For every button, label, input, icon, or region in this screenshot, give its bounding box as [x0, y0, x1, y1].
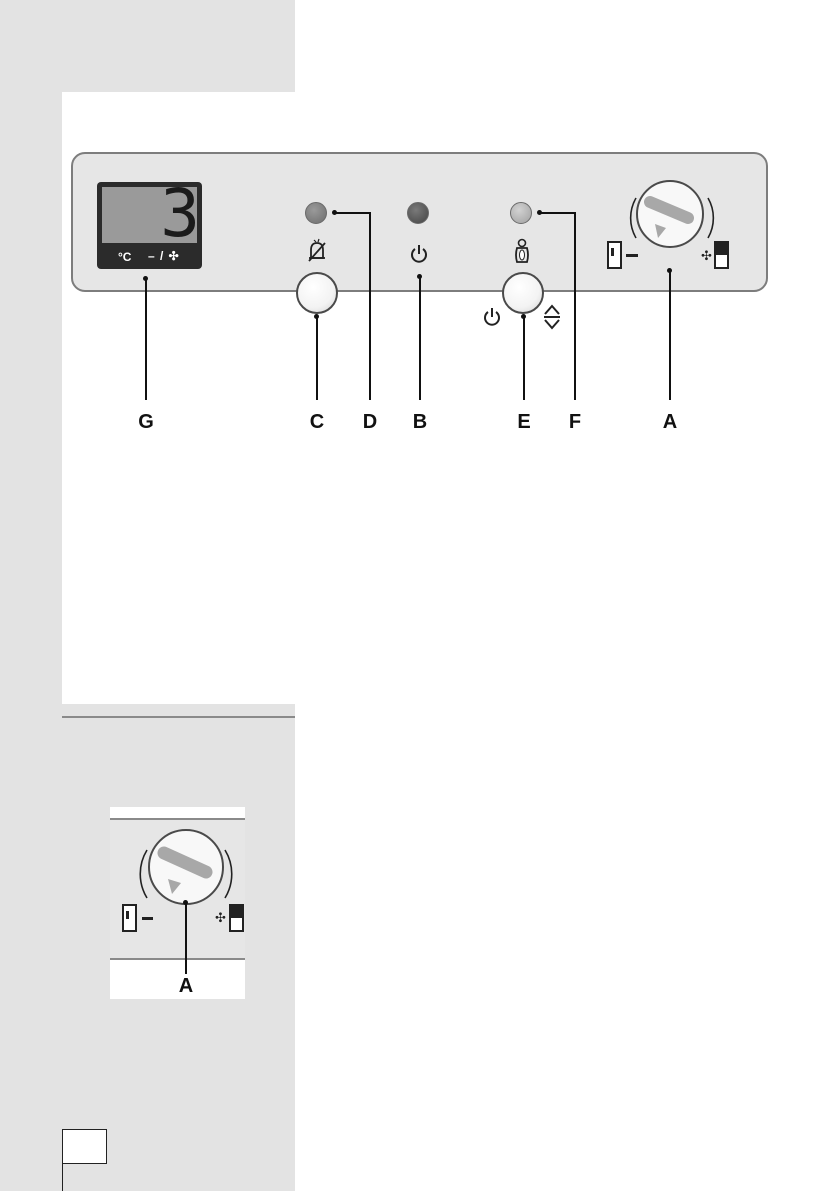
callout-line: [145, 279, 147, 400]
detail-bottom-rule: [110, 958, 245, 960]
alarm-off-icon: [306, 238, 328, 264]
callout-line: [540, 212, 575, 214]
callout-line: [574, 212, 576, 400]
callout-label-e: E: [509, 411, 539, 434]
power-icon: [409, 243, 429, 265]
supercool-indicator-led: [510, 202, 532, 224]
alarm-off-button[interactable]: [296, 272, 338, 314]
callout-label-a: A: [171, 975, 201, 998]
fridge-icon-detail: [126, 911, 129, 919]
display-mode-label: – / ✣: [148, 249, 180, 263]
knob-indicator: [636, 180, 704, 248]
knob-indicator: [148, 829, 224, 905]
callout-label-d: D: [355, 411, 385, 434]
callout-label-g: G: [131, 411, 161, 434]
callout-line: [335, 212, 370, 214]
callout-label-b: B: [405, 411, 435, 434]
fridge-icon-detail: [611, 248, 614, 256]
fridge-icon: [122, 904, 137, 932]
callout-line: [419, 277, 421, 400]
snowflake-icon: ✣: [215, 910, 226, 926]
minus-icon: [626, 254, 638, 257]
alarm-indicator-led: [305, 202, 327, 224]
callout-label-f: F: [560, 411, 590, 434]
callout-line: [669, 271, 671, 400]
up-down-arrows-icon: [542, 301, 562, 333]
snowflake-icon: ✣: [701, 248, 712, 264]
power-indicator-led: [407, 202, 429, 224]
fridge-icon: [229, 904, 244, 932]
callout-line: [523, 317, 525, 400]
minus-icon: [142, 917, 153, 920]
lcd-digit: 3: [140, 180, 200, 248]
page-marker-line: [62, 1163, 63, 1191]
callout-label-a: A: [655, 411, 685, 434]
callout-label-c: C: [302, 411, 332, 434]
callout-line: [369, 212, 371, 400]
on-off-button[interactable]: [502, 272, 544, 314]
callout-line: [316, 317, 318, 400]
fridge-icon: [607, 241, 622, 269]
power-icon: [482, 306, 502, 328]
page-number-box: [62, 1129, 107, 1164]
fridge-icon: [714, 241, 729, 269]
super-cool-icon: [512, 238, 532, 266]
section-divider: [62, 716, 295, 718]
callout-line: [185, 903, 187, 974]
display-unit-label: °C: [118, 250, 131, 264]
